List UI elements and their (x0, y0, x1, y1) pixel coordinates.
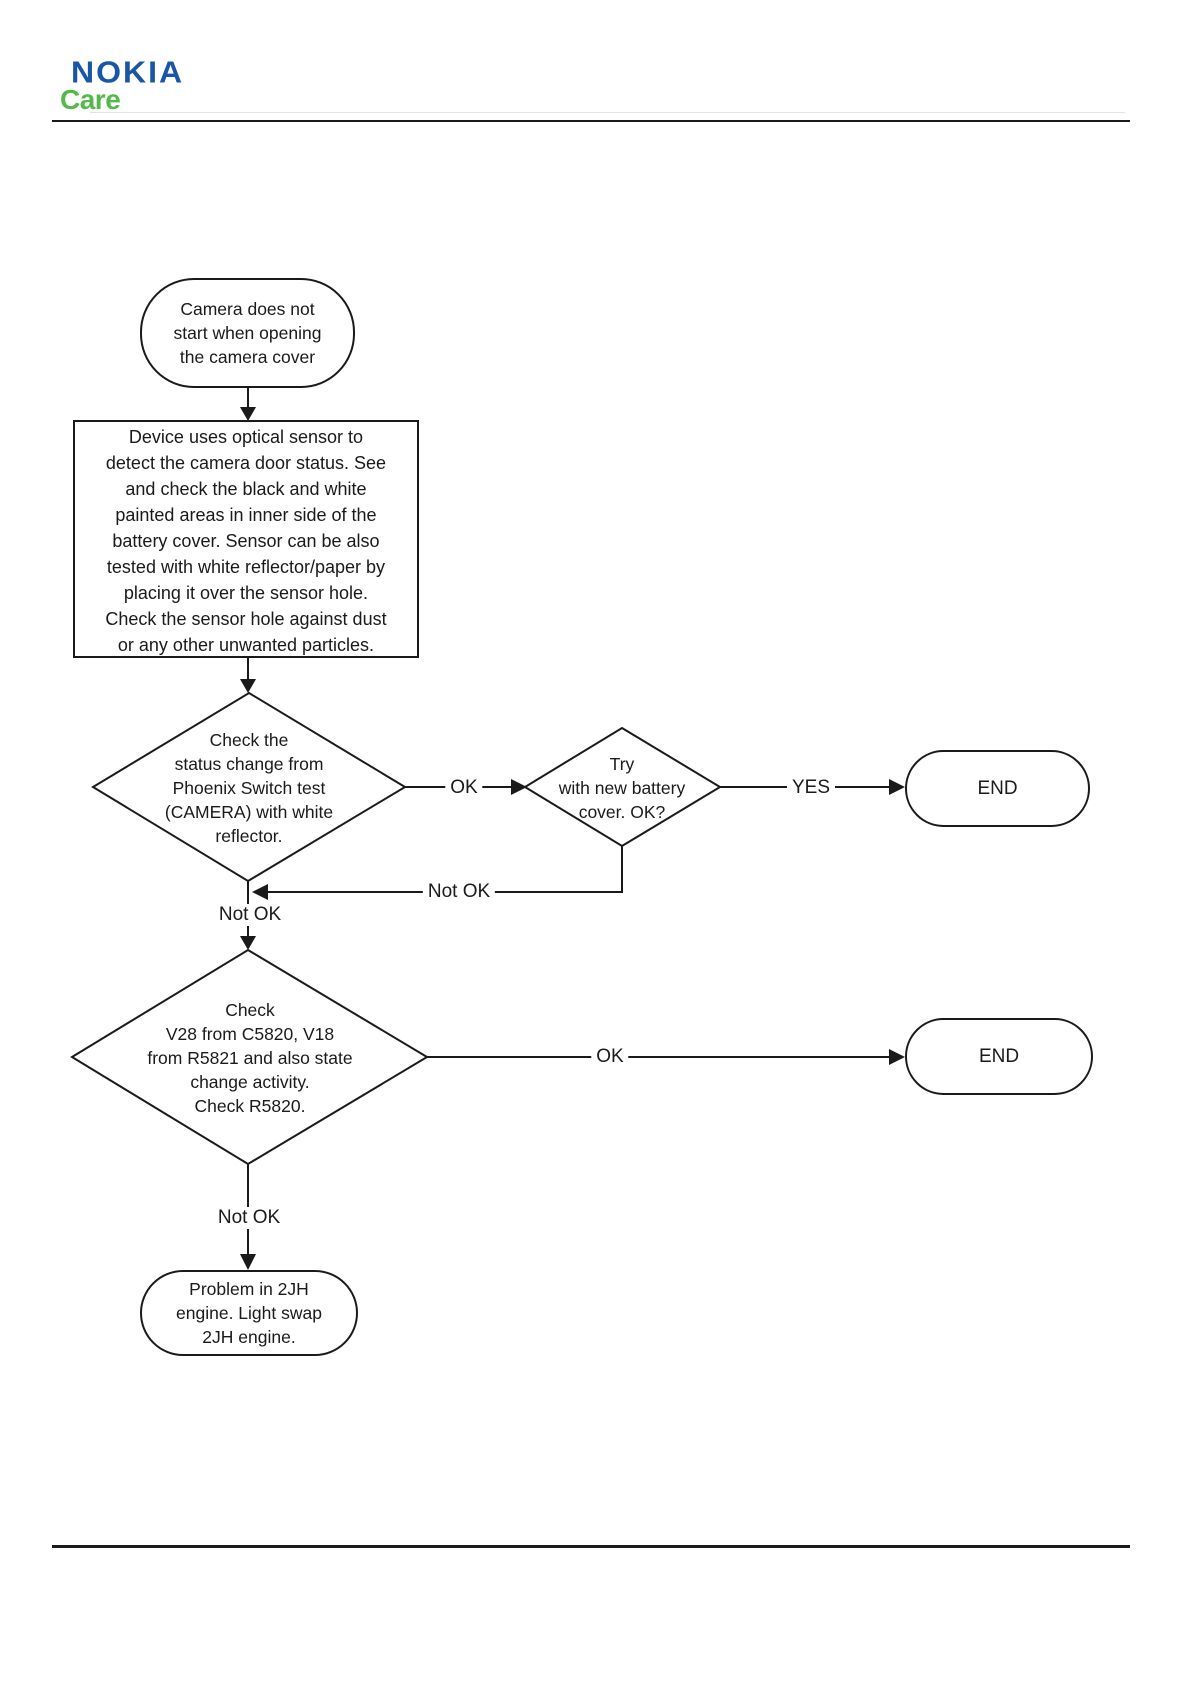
header-divider-light (90, 112, 1125, 113)
problem-terminator: Problem in 2JH engine. Light swap 2JH en… (140, 1270, 358, 1356)
edge-label-not-ok-1: Not OK (213, 904, 287, 926)
edge-label-ok-2: OK (591, 1046, 629, 1068)
end-terminator-2: END (905, 1018, 1093, 1095)
connector-decision3-to-end2 (427, 1049, 905, 1065)
decision1-text: Check the status change from Phoenix Swi… (164, 730, 334, 846)
nokia-logo: NOKIA (71, 54, 185, 90)
decision2-text: Try with new battery cover. OK? (558, 754, 686, 822)
connector-start-to-process (240, 388, 256, 421)
connector-process-to-decision1 (240, 658, 256, 693)
footer-divider (52, 1545, 1130, 1548)
decision3-text: Check V28 from C5820, V18 from R5821 and… (147, 1000, 353, 1116)
edge-label-yes: YES (786, 777, 836, 799)
end-terminator-1: END (905, 750, 1090, 827)
edge-label-ok-1: OK (445, 777, 483, 799)
care-logo: Care (60, 84, 121, 115)
process-box: Device uses optical sensor to detect the… (73, 420, 419, 658)
edge-label-not-ok-2: Not OK (212, 1207, 286, 1229)
header-divider (52, 120, 1130, 122)
connector-decision2-notok-return (252, 846, 623, 900)
start-terminator: Camera does not start when opening the c… (140, 278, 355, 388)
edge-label-not-ok-return: Not OK (422, 881, 496, 903)
